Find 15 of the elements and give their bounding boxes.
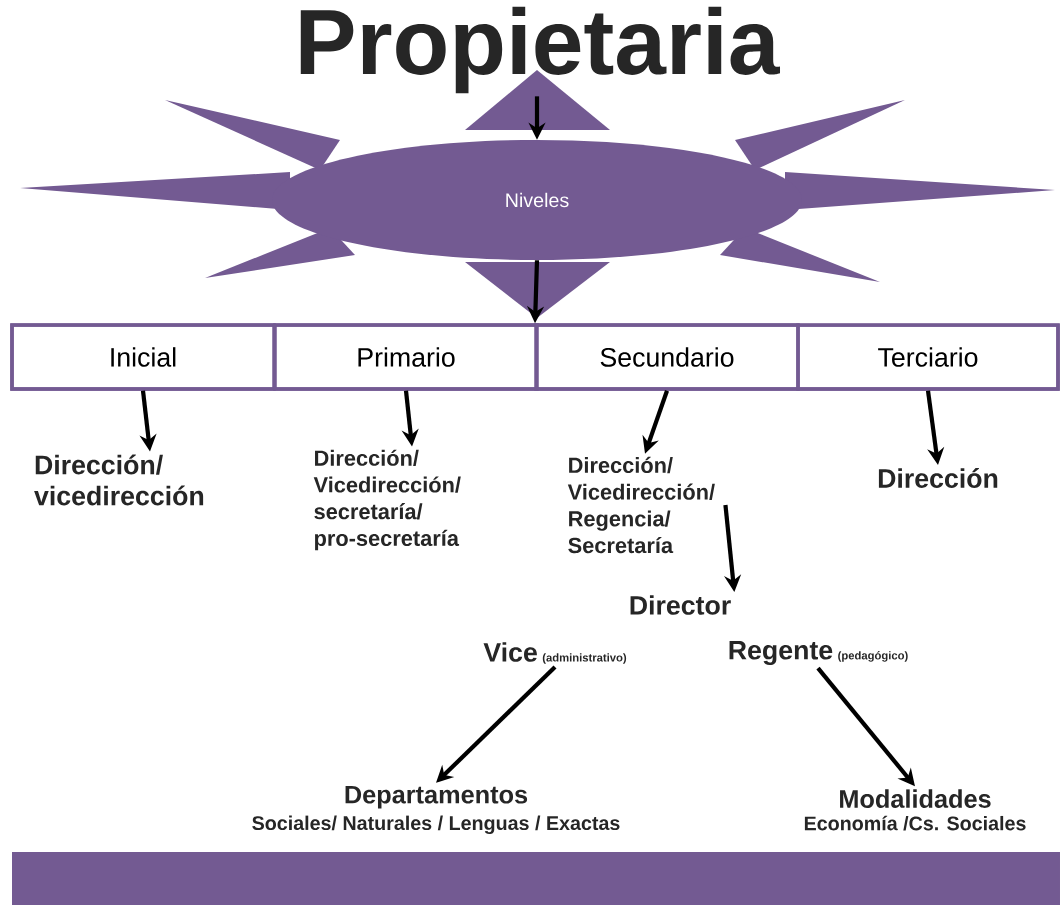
- group-label: Modalidades Economía /Cs. Sociales: [804, 789, 1026, 831]
- role-text: Dirección/ Vicedirección/ Regencia/ Secretaría: [567, 456, 715, 554]
- role-text: Dirección: [878, 468, 998, 488]
- title-text: Propietaria: [300, 6, 780, 94]
- level-cell: Secundario: [534, 323, 800, 391]
- role-text: Dirección/ Vicedirección/ secretaría/ pro-secretaría: [313, 449, 461, 551]
- level-cell: Terciario: [796, 323, 1060, 391]
- group-label: Departamentos Sociales/ Naturales / Lenguas / Exactas: [252, 785, 620, 835]
- role-label: Regente (pedagógico): [729, 641, 908, 665]
- role-text: Director: [630, 595, 731, 615]
- role-text: Dirección/ vicedirección: [34, 454, 204, 506]
- level-cell: Primario: [273, 323, 539, 391]
- arrow: [436, 665, 557, 783]
- level-cell: Inicial: [10, 323, 276, 391]
- role-label: Vice (administrativo): [483, 642, 627, 664]
